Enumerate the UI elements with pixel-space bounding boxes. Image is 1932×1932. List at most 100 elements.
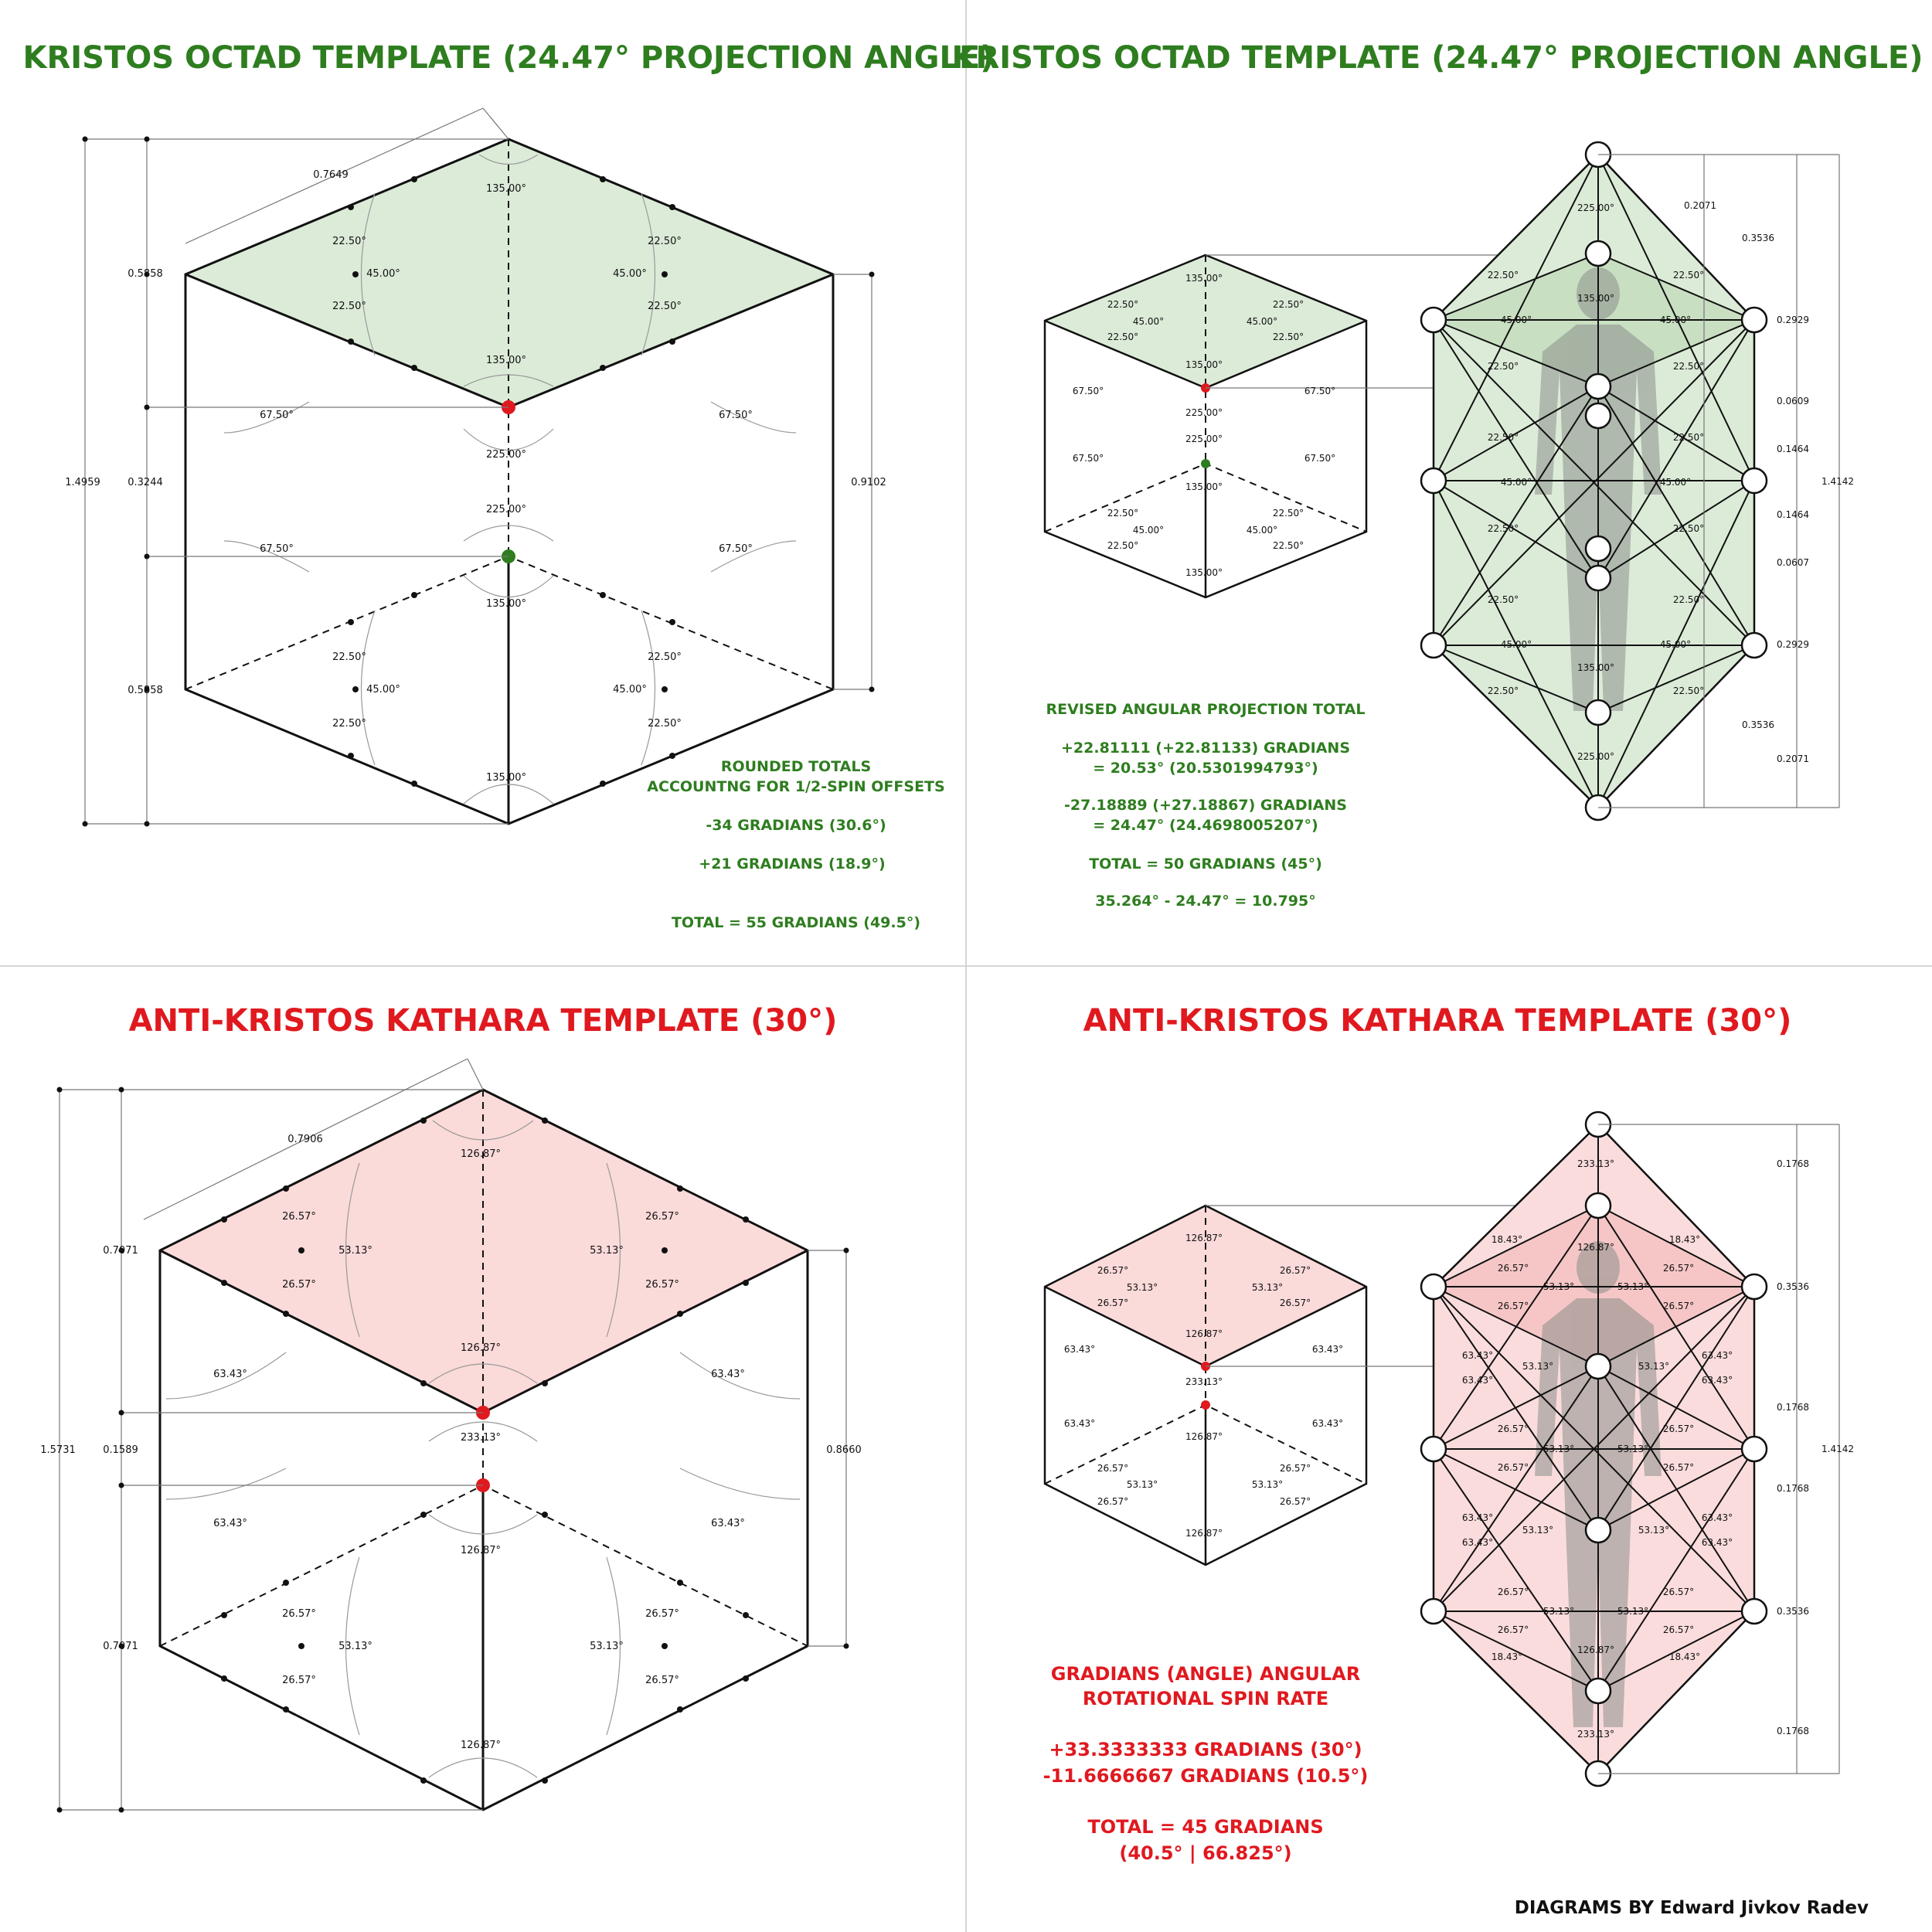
dimension-labels-left: 0.7649 0.5858 1.4959 0.3244 0.9102 0.585… <box>65 169 886 696</box>
svg-text:45.00°: 45.00° <box>1501 639 1532 650</box>
svg-text:135.00°: 135.00° <box>1185 481 1223 492</box>
svg-text:225.00°: 225.00° <box>1185 434 1223 444</box>
svg-text:-34 GRADIANS (30.6°): -34 GRADIANS (30.6°) <box>706 817 886 834</box>
svg-text:63.43°: 63.43° <box>1702 1537 1733 1548</box>
svg-text:53.13°: 53.13° <box>590 1245 624 1257</box>
svg-text:22.50°: 22.50° <box>1488 523 1519 534</box>
svg-text:26.57°: 26.57° <box>1097 1463 1128 1474</box>
grid-dimension-lines <box>1598 154 1840 808</box>
svg-text:45.00°: 45.00° <box>1660 315 1691 325</box>
svg-text:18.43°: 18.43° <box>1492 1651 1522 1662</box>
svg-text:+22.81111 (+22.81133) GRADIANS: +22.81111 (+22.81133) GRADIANS <box>1061 740 1350 757</box>
cube-angle-labels-br: 126.87° 26.57° 53.13° 26.57° 26.57° 53.1… <box>1064 1233 1343 1539</box>
svg-text:22.50°: 22.50° <box>1488 594 1519 605</box>
svg-text:63.43°: 63.43° <box>1702 1375 1733 1386</box>
svg-text:0.8660: 0.8660 <box>826 1444 862 1456</box>
svg-text:0.1768: 0.1768 <box>1777 1726 1809 1736</box>
svg-text:45.00°: 45.00° <box>1501 477 1532 488</box>
svg-text:135.00°: 135.00° <box>486 183 526 195</box>
svg-text:22.50°: 22.50° <box>648 301 682 312</box>
svg-text:26.57°: 26.57° <box>1498 1462 1529 1473</box>
svg-text:225.00°: 225.00° <box>1577 202 1614 213</box>
svg-text:225.00°: 225.00° <box>1185 407 1223 418</box>
svg-text:22.50°: 22.50° <box>648 236 682 247</box>
svg-text:135.00°: 135.00° <box>1577 662 1614 673</box>
svg-text:126.87°: 126.87° <box>461 1740 501 1751</box>
svg-text:67.50°: 67.50° <box>260 410 294 421</box>
grid-dimension-labels-kristos: 0.2071 0.3536 0.2929 0.0609 0.1464 1.414… <box>1684 200 1854 764</box>
svg-text:26.57°: 26.57° <box>1280 1496 1311 1507</box>
svg-text:26.57°: 26.57° <box>1498 1263 1529 1274</box>
svg-text:67.50°: 67.50° <box>1304 453 1335 464</box>
svg-text:63.43°: 63.43° <box>1064 1418 1095 1429</box>
svg-text:22.50°: 22.50° <box>1488 270 1519 281</box>
svg-text:63.43°: 63.43° <box>213 1518 247 1529</box>
svg-text:53.13°: 53.13° <box>590 1641 624 1652</box>
svg-text:0.5858: 0.5858 <box>128 268 163 280</box>
svg-text:0.2929: 0.2929 <box>1777 639 1809 650</box>
svg-text:63.43°: 63.43° <box>1702 1350 1733 1361</box>
svg-text:0.0609: 0.0609 <box>1777 396 1809 406</box>
svg-text:0.7906: 0.7906 <box>287 1134 323 1145</box>
svg-text:126.87°: 126.87° <box>461 1545 501 1556</box>
svg-text:63.43°: 63.43° <box>1312 1344 1343 1355</box>
svg-text:63.43°: 63.43° <box>1462 1512 1493 1523</box>
svg-text:22.50°: 22.50° <box>648 651 682 663</box>
svg-text:126.87°: 126.87° <box>1185 1431 1223 1442</box>
svg-text:63.43°: 63.43° <box>1312 1418 1343 1429</box>
svg-text:22.50°: 22.50° <box>332 301 366 312</box>
svg-text:26.57°: 26.57° <box>645 1279 679 1291</box>
svg-text:26.57°: 26.57° <box>1663 1301 1694 1311</box>
svg-text:126.87°: 126.87° <box>1577 1242 1614 1253</box>
dimension-lines-left <box>84 107 872 825</box>
small-vertex-green-dot <box>1201 459 1210 468</box>
angle-arcs-left <box>223 154 797 804</box>
svg-text:53.13°: 53.13° <box>1127 1282 1158 1293</box>
svg-text:53.13°: 53.13° <box>338 1245 372 1257</box>
svg-text:0.7649: 0.7649 <box>313 169 349 181</box>
svg-text:TOTAL = 55 GRADIANS (49.5°): TOTAL = 55 GRADIANS (49.5°) <box>672 914 920 931</box>
svg-text:0.3536: 0.3536 <box>1777 1606 1809 1617</box>
svg-text:22.50°: 22.50° <box>1673 685 1704 696</box>
svg-text:63.43°: 63.43° <box>1462 1375 1493 1386</box>
svg-text:53.13°: 53.13° <box>1522 1525 1553 1536</box>
notes-right: REVISED ANGULAR PROJECTION TOTAL +22.811… <box>1046 701 1366 910</box>
angle-labels-bl: 126.87° 26.57° 53.13° 26.57° 26.57° 53.1… <box>213 1148 745 1751</box>
svg-text:233.13°: 233.13° <box>1577 1158 1614 1169</box>
svg-text:45.00°: 45.00° <box>366 684 400 696</box>
svg-text:63.43°: 63.43° <box>213 1369 247 1380</box>
svg-text:53.13°: 53.13° <box>1543 1444 1574 1454</box>
svg-text:26.57°: 26.57° <box>645 1211 679 1223</box>
svg-text:26.57°: 26.57° <box>1663 1624 1694 1635</box>
svg-text:35.264° - 24.47° = 10.795°: 35.264° - 24.47° = 10.795° <box>1095 893 1316 910</box>
svg-text:45.00°: 45.00° <box>1133 525 1164 536</box>
grid-nodes-anti-kristos <box>1420 1111 1768 1787</box>
svg-text:126.87°: 126.87° <box>461 1342 501 1354</box>
svg-text:135.00°: 135.00° <box>1577 293 1614 304</box>
svg-text:22.50°: 22.50° <box>1107 508 1138 519</box>
svg-text:0.1464: 0.1464 <box>1777 509 1809 520</box>
svg-text:26.57°: 26.57° <box>1663 1263 1694 1274</box>
svg-text:45.00°: 45.00° <box>613 684 647 696</box>
svg-text:22.50°: 22.50° <box>332 718 366 730</box>
svg-text:233.13°: 233.13° <box>1577 1729 1614 1740</box>
svg-text:-11.6666667 GRADIANS (10.5°): -11.6666667 GRADIANS (10.5°) <box>1043 1765 1369 1787</box>
title-kristos-left: KRISTOS OCTAD TEMPLATE (24.47° PROJECTIO… <box>22 40 994 76</box>
svg-text:TOTAL = 50 GRADIANS (45°): TOTAL = 50 GRADIANS (45°) <box>1089 855 1322 872</box>
svg-text:67.50°: 67.50° <box>1073 386 1104 396</box>
svg-text:135.00°: 135.00° <box>1185 359 1223 370</box>
svg-text:67.50°: 67.50° <box>719 410 753 421</box>
svg-text:26.57°: 26.57° <box>1663 1423 1694 1434</box>
svg-text:26.57°: 26.57° <box>1498 1301 1529 1311</box>
svg-text:22.50°: 22.50° <box>1488 432 1519 443</box>
svg-text:0.2071: 0.2071 <box>1684 200 1716 211</box>
svg-text:26.57°: 26.57° <box>1097 1298 1128 1308</box>
svg-text:53.13°: 53.13° <box>1638 1525 1669 1536</box>
svg-text:26.57°: 26.57° <box>1097 1496 1128 1507</box>
svg-text:0.1768: 0.1768 <box>1777 1402 1809 1413</box>
svg-text:63.43°: 63.43° <box>711 1518 745 1529</box>
svg-text:22.50°: 22.50° <box>1273 299 1304 310</box>
svg-text:45.00°: 45.00° <box>1133 316 1164 327</box>
svg-text:63.43°: 63.43° <box>1702 1512 1733 1523</box>
svg-text:0.3536: 0.3536 <box>1742 233 1774 243</box>
